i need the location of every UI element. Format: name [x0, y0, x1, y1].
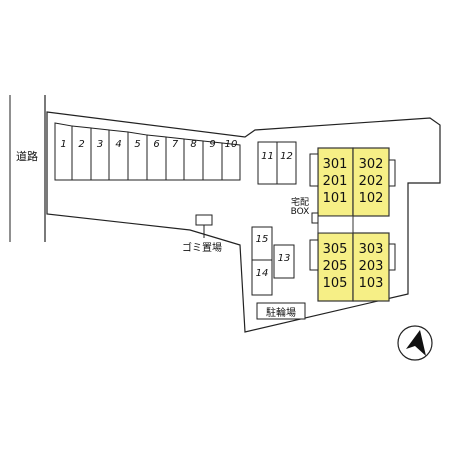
parking-label-12: 12 [280, 151, 293, 162]
unit-label-302: 302 [359, 157, 384, 172]
unit-label-105: 105 [323, 276, 348, 291]
parking-label-15: 15 [256, 234, 269, 245]
parking-label-5: 5 [134, 139, 140, 150]
garbage-label: ゴミ置場 [182, 241, 222, 254]
parking-label-4: 4 [115, 139, 121, 150]
parking-space-14 [251, 259, 273, 296]
parking-label-6: 6 [153, 139, 159, 150]
building-wing-1 [309, 153, 319, 187]
parking-label-9: 9 [209, 139, 215, 150]
bicycle-parking [256, 302, 306, 320]
parking-space-12 [276, 141, 297, 185]
building-corridor [317, 215, 354, 234]
building-wing-2 [388, 159, 396, 187]
parking-label-13: 13 [278, 253, 291, 264]
parking-space-11 [257, 141, 278, 185]
building-block-d [352, 232, 390, 302]
building-wing-3 [309, 239, 319, 271]
parking-space-13 [273, 244, 295, 279]
unit-label-201: 201 [323, 174, 348, 189]
parking-space-4 [108, 129, 129, 181]
delivery-box-label-2: BOX [291, 207, 310, 217]
building-block-c [317, 232, 354, 302]
unit-label-305: 305 [323, 242, 348, 257]
parking-label-8: 8 [190, 139, 196, 150]
parking-label-7: 7 [172, 139, 179, 150]
unit-label-301: 301 [323, 157, 348, 172]
north-arrow-icon [397, 325, 433, 361]
parking-label-2: 2 [78, 139, 84, 150]
delivery-box-label-1: 宅配 [291, 196, 309, 208]
unit-label-101: 101 [323, 191, 348, 206]
unit-label-103: 103 [359, 276, 384, 291]
parking-space-1 [54, 122, 73, 181]
parking-label-3: 3 [97, 139, 103, 150]
unit-label-303: 303 [359, 242, 384, 257]
building-block-a [317, 147, 354, 217]
unit-label-205: 205 [323, 259, 348, 274]
site-boundary [46, 111, 441, 333]
parking-label-10: 10 [225, 139, 238, 150]
unit-label-102: 102 [359, 191, 384, 206]
parking-label-1: 1 [60, 139, 66, 150]
unit-label-203: 203 [359, 259, 384, 274]
bicycle-label: 駐輪場 [266, 306, 296, 319]
parking-label-11: 11 [261, 151, 274, 162]
parking-space-3 [90, 127, 110, 181]
parking-row-11-12: 11 12 [257, 141, 297, 185]
building-block-b [352, 147, 390, 217]
road-label: 道路 [16, 149, 38, 163]
building-wing-4 [388, 243, 396, 271]
unit-label-202: 202 [359, 174, 384, 189]
delivery-box [311, 212, 319, 224]
parking-label-14: 14 [256, 268, 269, 279]
building-labels: 301 201 101 302 202 102 305 205 105 303 203 103 [323, 157, 384, 291]
parking-space-2 [71, 125, 92, 181]
garbage-station [195, 214, 213, 226]
parking-space-10 [221, 142, 241, 181]
